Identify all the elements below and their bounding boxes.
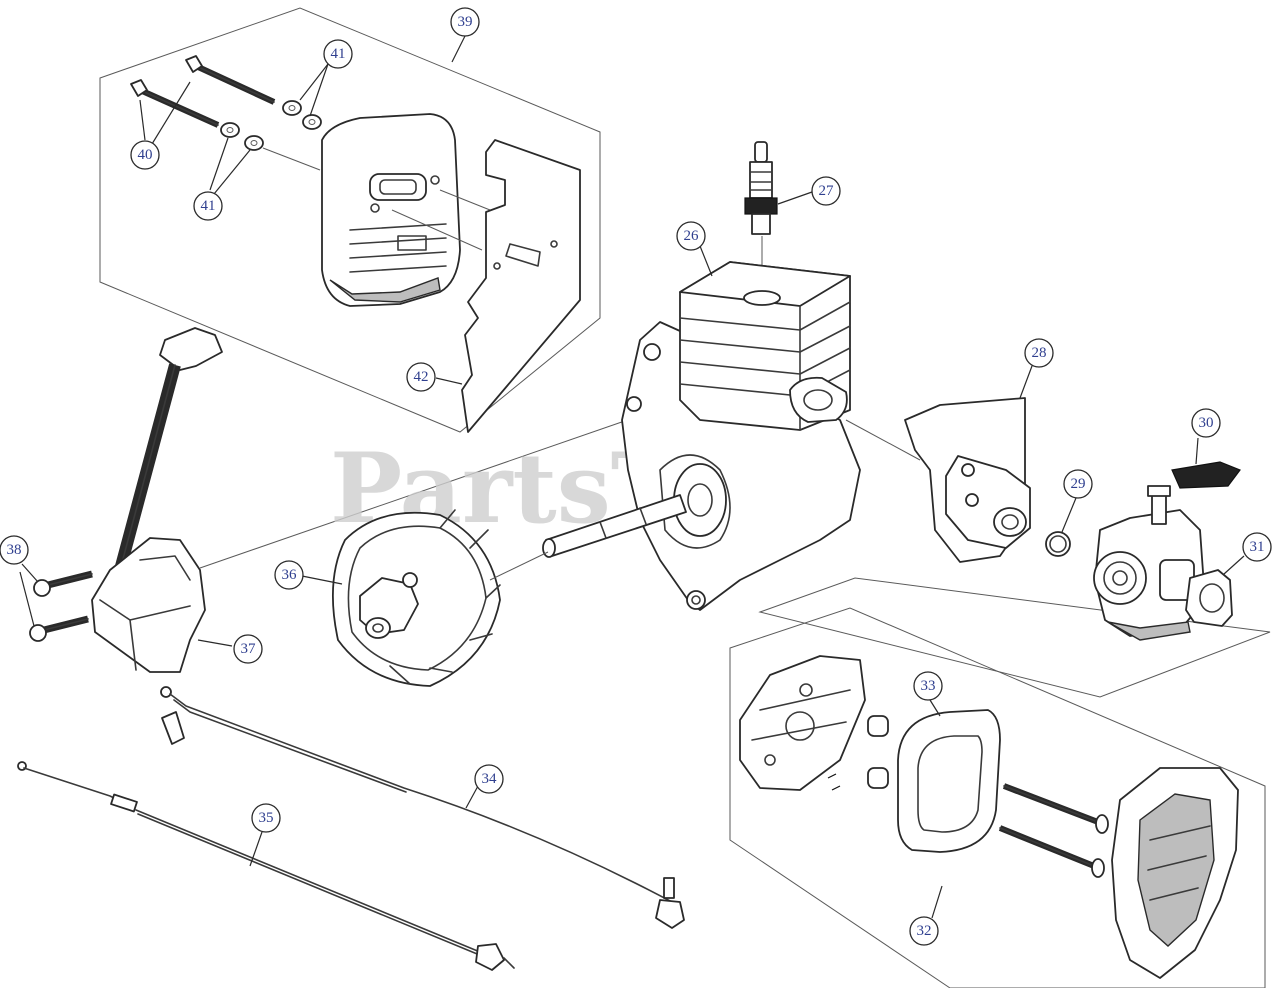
svg-text:37: 37 <box>241 641 257 657</box>
svg-text:41: 41 <box>201 198 216 214</box>
muffler-group-box <box>99 7 601 433</box>
callout-29[interactable]: 29 <box>1063 469 1093 499</box>
air-filter-group-box <box>729 607 1266 988</box>
air-filter-spacers <box>827 715 889 791</box>
callout-38[interactable]: 38 <box>0 535 29 565</box>
air-filter-cover <box>1111 767 1239 979</box>
svg-text:32: 32 <box>917 923 932 939</box>
svg-text:29: 29 <box>1071 476 1086 492</box>
svg-text:31: 31 <box>1250 539 1265 555</box>
svg-text:33: 33 <box>921 678 936 694</box>
callout-31[interactable]: 31 <box>1242 532 1272 562</box>
carburetor-o-ring <box>1045 531 1071 557</box>
air-filter-base <box>739 655 866 791</box>
callout-41-top[interactable]: 41 <box>323 39 353 69</box>
svg-text:35: 35 <box>259 810 274 826</box>
carburetor <box>1093 461 1241 641</box>
svg-text:30: 30 <box>1199 415 1214 431</box>
callout-41-bottom[interactable]: 41 <box>193 191 223 221</box>
callout-40[interactable]: 40 <box>130 140 160 170</box>
callout-36[interactable]: 36 <box>274 560 304 590</box>
callout-32[interactable]: 32 <box>909 916 939 946</box>
callout-27[interactable]: 27 <box>811 176 841 206</box>
svg-text:26: 26 <box>684 228 700 244</box>
muffler-gasket <box>461 139 581 433</box>
svg-text:27: 27 <box>819 183 835 199</box>
ignition-screws <box>29 570 93 642</box>
callout-28[interactable]: 28 <box>1024 338 1054 368</box>
cylinder <box>679 261 851 431</box>
svg-text:39: 39 <box>458 14 473 30</box>
ignition-module <box>91 327 223 673</box>
callout-42[interactable]: 42 <box>406 362 436 392</box>
air-filter-element <box>897 709 1001 853</box>
svg-text:40: 40 <box>138 147 153 163</box>
ground-wire <box>160 686 685 929</box>
carburetor-adapter <box>904 397 1031 563</box>
callout-26[interactable]: 26 <box>676 221 706 251</box>
muffler-washers <box>220 100 322 151</box>
callout-33[interactable]: 33 <box>913 671 943 701</box>
callout-39[interactable]: 39 <box>450 7 480 37</box>
svg-text:36: 36 <box>282 567 298 583</box>
svg-text:28: 28 <box>1032 345 1047 361</box>
callout-30[interactable]: 30 <box>1191 408 1221 438</box>
air-filter-screws <box>998 783 1109 878</box>
carburetor-group-box <box>758 577 1271 698</box>
callout-34[interactable]: 34 <box>474 764 504 794</box>
callout-37[interactable]: 37 <box>233 634 263 664</box>
throttle-cable <box>17 761 515 971</box>
muffler-bolts <box>130 55 276 128</box>
muffler <box>321 113 461 307</box>
svg-text:38: 38 <box>7 542 22 558</box>
svg-text:41: 41 <box>331 46 346 62</box>
svg-text:42: 42 <box>414 369 429 385</box>
spark-plug <box>744 141 778 235</box>
callout-35[interactable]: 35 <box>251 803 281 833</box>
crankshaft <box>542 494 687 558</box>
leader-lines <box>19 35 1245 919</box>
flywheel <box>332 509 501 687</box>
svg-text:34: 34 <box>482 771 498 787</box>
carburetor-gasket <box>1185 569 1233 627</box>
